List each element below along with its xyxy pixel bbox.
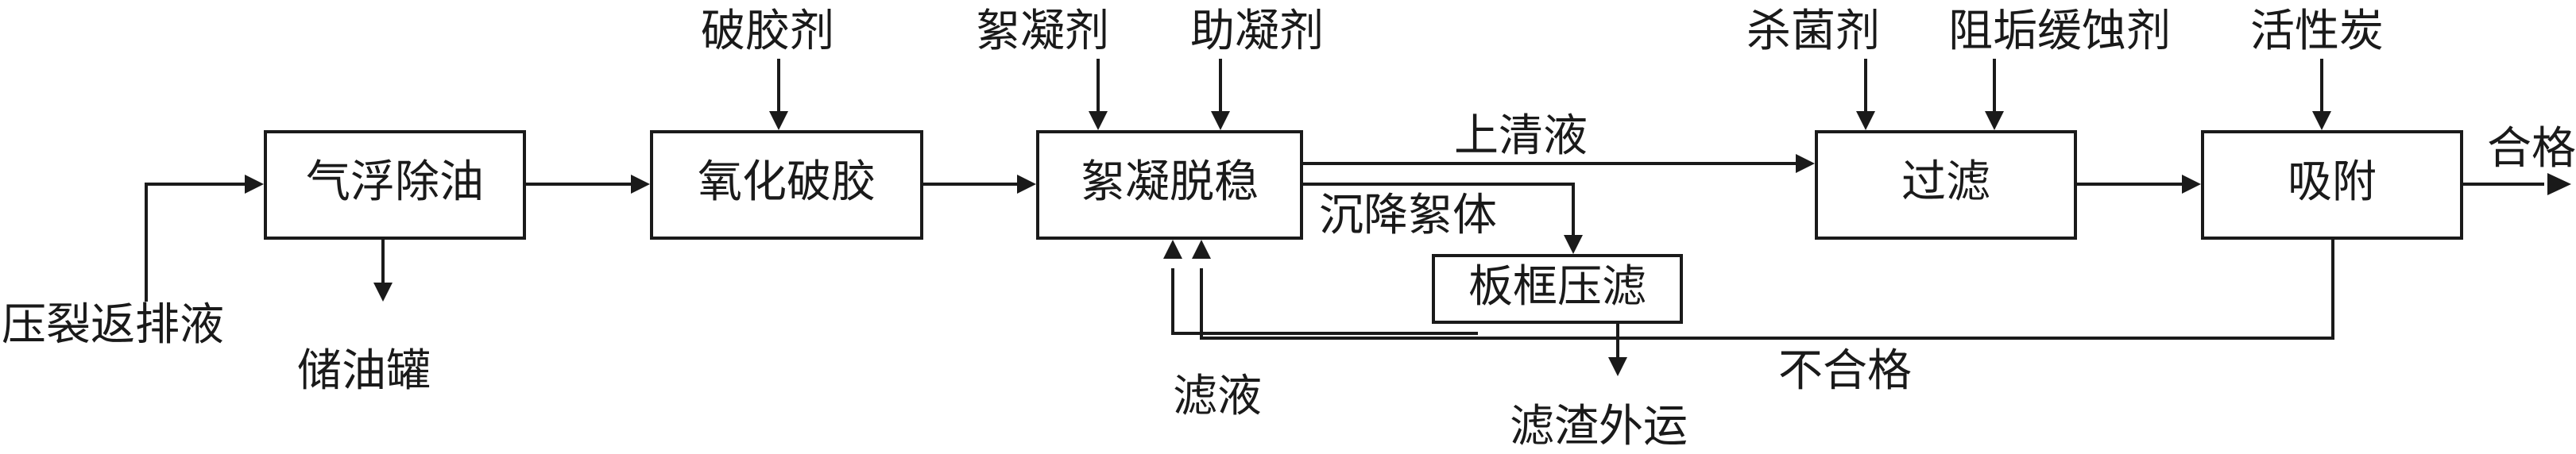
arrowheads [245,111,2571,376]
qualified-label: 合格 [2487,123,2576,175]
settled-flocs-label: 沉降絮体 [1319,190,1497,241]
flocculation-box: 絮凝脱稳 [1036,130,1303,240]
arrowhead-oxidation [631,175,650,194]
arrowhead-flocculant [1089,111,1108,130]
arrowhead-flocculation [1017,175,1036,194]
adsorption-label: 吸附 [2288,156,2377,208]
coagulant-aid-label: 助凝剂 [1190,6,1324,57]
adsorption-box: 吸附 [2201,130,2463,240]
arrowhead-sludge [1608,357,1627,376]
arrowhead-activated-carbon [2312,111,2331,130]
bactericide-label: 杀菌剂 [1746,6,1880,57]
arrowhead-oil-tank [373,283,393,302]
arrowhead-supernatant [1796,154,1815,173]
arrowhead-unqualified [1192,240,1211,259]
sludge-disposal-label: 滤渣外运 [1510,401,1688,452]
flotation-box: 气浮除油 [264,130,526,240]
feed-line [145,183,248,302]
arrowhead-bactericide [1856,111,1875,130]
filter-press-box: 板框压滤 [1432,254,1683,324]
arrowhead-adsorption [2182,175,2201,194]
oxidation-label: 氧化破胶 [698,156,876,208]
arrowhead-coagulant-aid [1211,111,1230,130]
arrowhead-scale-inhibitor [1985,111,2004,130]
arrowhead-gel-breaker [769,111,788,130]
flocculation-label: 絮凝脱稳 [1081,156,1259,208]
connectors [145,59,2544,359]
feed-label: 压裂返排液 [2,299,224,351]
flotation-label: 气浮除油 [306,156,484,208]
oxidation-box: 氧化破胶 [650,130,923,240]
filtrate-label: 滤液 [1173,371,1262,422]
supernatant-label: 上清液 [1454,110,1588,162]
unqualified-label: 不合格 [1778,345,1912,397]
arrowhead-qualified [2547,173,2571,195]
oil-tank-label: 储油罐 [297,345,431,397]
gel-breaker-label: 破胶剂 [701,6,834,57]
activated-carbon-label: 活性炭 [2250,6,2384,57]
filtration-box: 过滤 [1815,130,2077,240]
settled-flocs-line [1302,183,1575,237]
filtration-label: 过滤 [1901,156,1990,208]
flocculant-label: 絮凝剂 [976,6,1109,57]
filtrate-return-line [1171,268,1478,335]
scale-inhibitor-label: 阻垢缓蚀剂 [1948,6,2171,57]
arrowhead-filtrate [1163,240,1182,259]
arrowhead-feed [245,175,264,194]
arrowhead-filter-press [1564,235,1583,254]
filter-press-label: 板框压滤 [1468,261,1646,313]
unqualified-return-line [1200,238,2334,340]
